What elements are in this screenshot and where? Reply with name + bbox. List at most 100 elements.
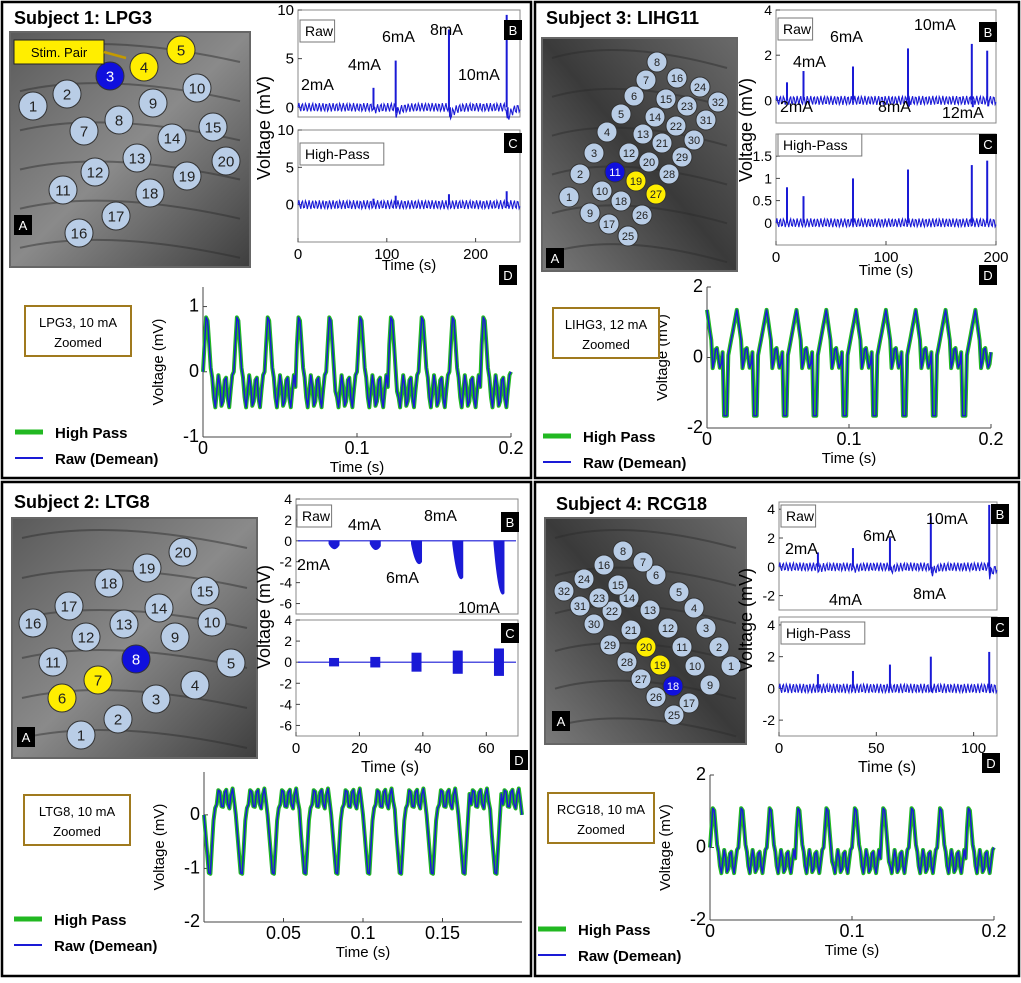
x-tick-label: 0 [705, 921, 715, 941]
electrode-18 [610, 190, 632, 212]
panel-letter-bg [17, 727, 35, 747]
electrode-label: 8 [132, 651, 140, 668]
y-tick-label: 0 [286, 99, 294, 116]
electrode-label: 7 [80, 123, 88, 140]
electrode-label: 7 [643, 75, 649, 87]
y-tick-label: -2 [687, 417, 703, 437]
y-tick-label: 1 [189, 296, 199, 316]
raw-ylabel: Voltage (mV) [736, 78, 756, 182]
legend-raw-label: Raw (Demean) [578, 948, 681, 965]
zoom-highpass-trace [202, 786, 524, 876]
electrode-label: 6 [631, 91, 637, 103]
stim-burst [329, 657, 340, 667]
y-tick-label: 5 [286, 51, 294, 68]
electrode-7 [69, 116, 99, 146]
brain-sulcus [21, 529, 248, 549]
brain-image [11, 517, 258, 759]
electrode-20 [638, 151, 660, 173]
electrode-13 [109, 609, 139, 639]
trace-label: High-Pass [305, 146, 370, 162]
electrode-1 [66, 720, 96, 750]
electrode-label: 13 [129, 150, 146, 167]
x-tick-label: 0 [198, 438, 208, 458]
x-tick-label: 0.2 [498, 438, 523, 458]
quadrant-frame-4 [533, 480, 1021, 978]
electrode-label: 2 [716, 642, 722, 654]
raw-annotation: 8mA [913, 586, 946, 603]
x-tick-label: 0.1 [839, 921, 864, 941]
zoom-raw-trace [202, 316, 512, 409]
zoom-label-box [552, 307, 660, 359]
panel-letter-bg [504, 20, 522, 40]
zoom-label-box [24, 305, 132, 357]
electrode-11 [604, 161, 626, 183]
electrode-label: 9 [587, 208, 593, 220]
electrode-label: 3 [703, 623, 709, 635]
electrode-11 [671, 636, 693, 658]
raw-trace [778, 560, 998, 580]
electrode-17 [101, 201, 131, 231]
electrode-label: 3 [152, 691, 160, 708]
panel-letter: D [986, 756, 995, 771]
y-tick-label: -2 [184, 911, 200, 931]
electrode-1 [558, 186, 580, 208]
electrode-12 [618, 142, 640, 164]
stim-pair-arrow [103, 50, 127, 60]
panel-letter: C [995, 620, 1004, 635]
y-tick-label: -6 [280, 717, 293, 733]
electrode-label: 16 [671, 73, 683, 85]
zoom-raw-trace [203, 787, 523, 875]
electrode-label: 3 [106, 68, 114, 85]
stim-pair-label: Stim. Pair [31, 45, 88, 60]
zoom-label-line2: Zoomed [582, 337, 630, 352]
raw-annotation: 8mA [430, 22, 463, 39]
legend-raw-label: Raw (Demean) [583, 455, 686, 472]
electrode-label: 12 [623, 148, 635, 160]
subject-title: Subject 3: LIHG11 [546, 8, 699, 28]
panel-letter-bg [979, 134, 997, 154]
electrode-10 [197, 607, 227, 637]
electrode-label: 8 [654, 57, 660, 69]
electrode-label: 7 [640, 557, 646, 569]
subject-title: Subject 4: RCG18 [556, 494, 707, 514]
electrode-label: 11 [609, 167, 620, 179]
raw-annotation: 8mA [424, 508, 457, 525]
electrode-label: 9 [171, 629, 179, 646]
y-tick-label: 10 [277, 2, 294, 19]
electrode-20 [211, 146, 241, 176]
subject-title: Subject 2: LTG8 [14, 492, 150, 512]
electrode-16 [18, 608, 48, 638]
stim-dip [328, 540, 340, 550]
y-tick-label: 2 [693, 276, 703, 296]
zoom-raw-trace [706, 309, 992, 417]
y-tick-label: 0 [189, 361, 199, 381]
electrode-24 [689, 76, 711, 98]
y-tick-label: -1 [184, 857, 200, 877]
electrode-28 [616, 651, 638, 673]
y-tick-label: 10 [277, 122, 294, 139]
electrode-20 [635, 636, 657, 658]
y-tick-label: 5 [286, 159, 294, 176]
electrode-28 [658, 163, 680, 185]
electrode-1 [720, 655, 742, 677]
electrode-label: 10 [189, 80, 206, 97]
electrode-8 [104, 105, 134, 135]
electrode-label: 19 [630, 176, 642, 188]
x-tick-label: 100 [374, 246, 399, 263]
electrode-label: 30 [688, 135, 700, 147]
electrode-label: 24 [578, 574, 590, 586]
x-tick-label: 200 [463, 246, 488, 263]
brain-sulcus [554, 717, 737, 738]
electrode-5 [166, 35, 196, 65]
y-tick-label: 4 [767, 501, 775, 517]
electrode-label: 21 [656, 138, 668, 150]
electrode-4 [180, 670, 210, 700]
x-tick-label: 0.2 [981, 921, 1006, 941]
electrode-17 [678, 692, 700, 714]
brain-sulcus [554, 529, 737, 549]
electrode-1 [18, 91, 48, 121]
panel-letter-bg [501, 623, 519, 643]
electrode-label: 1 [728, 661, 734, 673]
stim-pair-callout [13, 39, 105, 65]
